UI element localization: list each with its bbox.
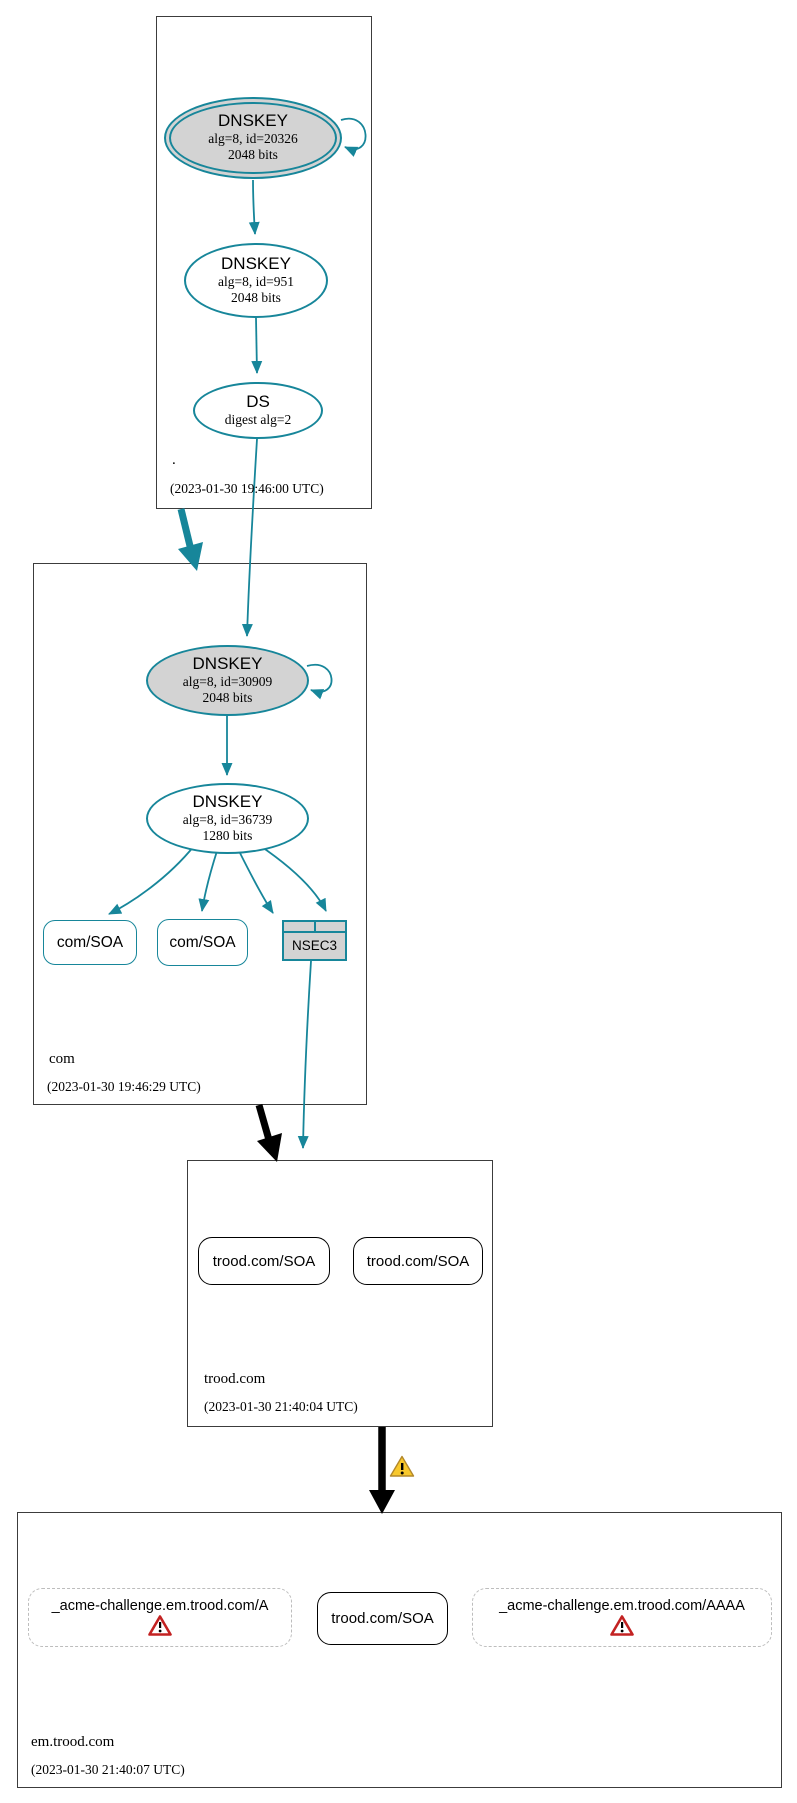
rr-label: trood.com/SOA [212, 1252, 316, 1270]
zone-box-trood-com [187, 1160, 493, 1427]
node-com-zsk-dnskey[interactable]: DNSKEY alg=8, id=36739 1280 bits [146, 783, 309, 854]
zone-label-com: com [49, 1051, 75, 1067]
nsec3-cell [284, 922, 314, 931]
zone-timestamp-em-trood-com: (2023-01-30 21:40:07 UTC) [31, 1762, 185, 1777]
zone-label-em-trood-com: em.trood.com [31, 1734, 115, 1750]
rr-label: trood.com/SOA [366, 1252, 470, 1270]
node-title: DNSKEY [192, 791, 263, 811]
rr-label: com/SOA [169, 933, 236, 951]
zone-timestamp-trood-com: (2023-01-30 21:40:04 UTC) [204, 1399, 358, 1414]
zone-box-em-trood-com [17, 1512, 782, 1788]
node-root-ksk-dnskey[interactable]: DNSKEY alg=8, id=20326 2048 bits [164, 97, 342, 179]
node-detail-bits: 2048 bits [202, 689, 253, 705]
rr-label: trood.com/SOA [331, 1610, 434, 1627]
zone-label-trood-com: trood.com [204, 1371, 266, 1387]
node-trood-soa-1[interactable]: trood.com/SOA [198, 1237, 330, 1285]
edge-delegation-root-com [177, 508, 194, 547]
node-title: DNSKEY [192, 653, 263, 673]
node-detail-bits: 1280 bits [202, 827, 253, 843]
zone-label-root: . [172, 452, 176, 468]
edge-delegation-trood-em-head [369, 1490, 395, 1514]
edge-delegation-com-trood [255, 1104, 273, 1141]
zone-timestamp-root: (2023-01-30 19:46:00 UTC) [170, 481, 324, 496]
error-icon [148, 1615, 172, 1636]
node-em-acme-challenge-aaaa[interactable]: _acme-challenge.em.trood.com/AAAA [472, 1588, 772, 1647]
warning-icon [389, 1455, 415, 1477]
node-root-ds[interactable]: DS digest alg=2 [193, 382, 323, 439]
node-com-soa-2[interactable]: com/SOA [157, 919, 248, 966]
edge-delegation-com-trood-head [257, 1133, 282, 1162]
node-com-nsec3[interactable]: NSEC3 [282, 920, 347, 961]
node-title: DS [246, 392, 270, 412]
rr-label: NSEC3 [291, 938, 337, 953]
node-detail-alg-id: alg=8, id=30909 [182, 673, 273, 689]
node-detail-alg-id: alg=8, id=36739 [182, 811, 273, 827]
node-com-soa-1[interactable]: com/SOA [43, 920, 137, 965]
nsec3-header [284, 922, 345, 933]
node-detail-bits: 2048 bits [231, 289, 281, 305]
node-detail-alg-id: alg=8, id=20326 [208, 131, 298, 147]
node-com-ksk-dnskey[interactable]: DNSKEY alg=8, id=30909 2048 bits [146, 645, 309, 716]
node-detail-digest: digest alg=2 [224, 411, 292, 427]
node-detail-alg-id: alg=8, id=951 [218, 273, 294, 289]
node-title: DNSKEY [221, 253, 291, 273]
nsec3-cell [313, 922, 345, 931]
node-trood-soa-2[interactable]: trood.com/SOA [353, 1237, 483, 1285]
node-title: DNSKEY [218, 111, 288, 131]
node-em-trood-soa[interactable]: trood.com/SOA [317, 1592, 448, 1645]
rr-label: _acme-challenge.em.trood.com/A [51, 1598, 269, 1614]
rr-label: _acme-challenge.em.trood.com/AAAA [499, 1598, 745, 1614]
node-em-acme-challenge-a[interactable]: _acme-challenge.em.trood.com/A [28, 1588, 292, 1647]
rr-label: com/SOA [56, 933, 124, 951]
zone-box-root [156, 16, 372, 509]
error-icon [610, 1615, 634, 1636]
node-root-zsk-dnskey[interactable]: DNSKEY alg=8, id=951 2048 bits [184, 243, 328, 318]
node-detail-bits: 2048 bits [228, 147, 278, 163]
zone-timestamp-com: (2023-01-30 19:46:29 UTC) [47, 1079, 201, 1094]
